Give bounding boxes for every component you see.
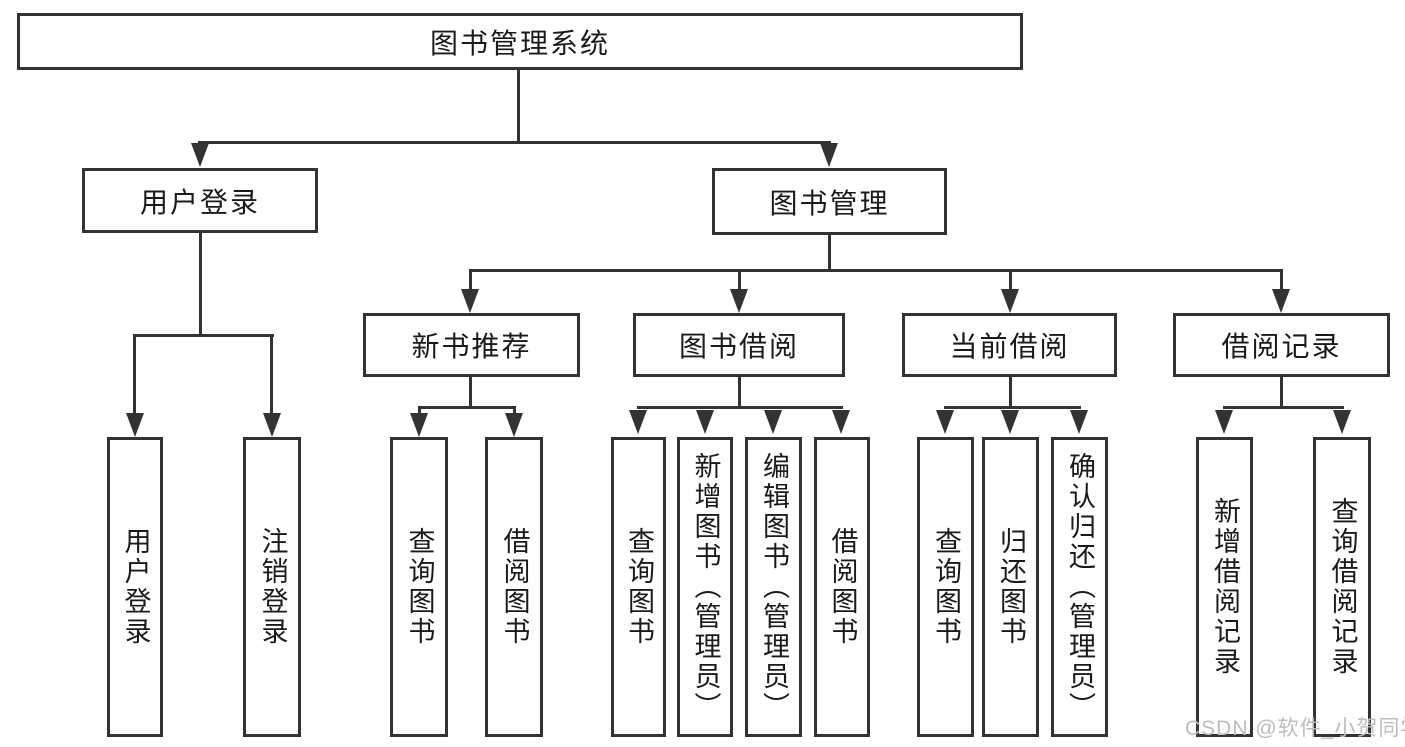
- connector-line: [513, 406, 516, 416]
- connector-line: [199, 232, 202, 336]
- leaf-add-borrow-record: 新增借阅记录: [1196, 437, 1253, 737]
- node-label: 当前借阅: [949, 331, 1070, 362]
- connector-line: [134, 334, 274, 337]
- arrow-down-icon: [820, 143, 838, 167]
- arrow-down-icon: [263, 413, 281, 437]
- connector-line: [828, 235, 831, 271]
- leaf-edit-books-admin: 编辑图书（管理员）: [745, 437, 802, 737]
- node-label: 新书推荐: [411, 331, 532, 362]
- arrow-down-icon: [1070, 410, 1088, 434]
- connector-line: [944, 406, 1081, 409]
- node-current-borrowing: 当前借阅: [902, 313, 1117, 377]
- leaf-label: 查询图书: [404, 527, 435, 647]
- leaf-label: 查询图书: [624, 527, 654, 647]
- connector-line: [270, 334, 273, 416]
- leaf-borrow-books: 借阅图书: [814, 437, 870, 737]
- connector-line: [1280, 269, 1283, 293]
- leaf-label: 编辑图书（管理员）: [759, 452, 789, 722]
- arrow-down-icon: [1001, 289, 1019, 313]
- arrow-down-icon: [696, 410, 714, 434]
- leaf-label: 归还图书: [996, 527, 1026, 647]
- arrow-down-icon: [629, 410, 647, 434]
- arrow-down-icon: [1272, 289, 1290, 313]
- node-label: 图书管理系统: [429, 27, 610, 59]
- leaf-label: 新增图书（管理员）: [690, 452, 721, 722]
- leaf-query-borrow-record: 查询借阅记录: [1313, 437, 1371, 737]
- connector-line: [1009, 377, 1012, 408]
- leaf-label: 用户登录: [120, 527, 151, 647]
- connector-line: [1223, 406, 1344, 409]
- leaf-user-login: 用户登录: [107, 437, 163, 737]
- node-borrowing-records: 借阅记录: [1173, 313, 1390, 377]
- connector-line: [517, 69, 520, 143]
- arrow-down-icon: [1001, 410, 1019, 434]
- connector-line: [418, 406, 516, 409]
- watermark: CSDN @软件_小贺同学: [1185, 717, 1405, 740]
- node-book-management: 图书管理: [712, 168, 947, 235]
- leaf-return-books: 归还图书: [982, 437, 1039, 737]
- leaf-label: 注销登录: [257, 527, 288, 647]
- connector-line: [1009, 269, 1012, 293]
- leaf-query-books-current: 查询图书: [917, 437, 974, 737]
- arrow-down-icon: [1333, 410, 1351, 434]
- node-label: 借阅记录: [1221, 331, 1342, 362]
- leaf-label: 新增借阅记录: [1210, 497, 1240, 677]
- connector-line: [637, 406, 843, 409]
- leaf-label: 查询图书: [931, 527, 961, 647]
- node-book-borrowing: 图书借阅: [633, 313, 845, 377]
- connector-line: [1280, 377, 1283, 408]
- connector-line: [738, 269, 741, 293]
- leaf-label: 查询借阅记录: [1327, 497, 1358, 677]
- leaf-label: 借阅图书: [827, 527, 858, 647]
- leaf-query-books-recommend: 查询图书: [390, 437, 448, 737]
- connector-line: [133, 334, 136, 416]
- arrow-down-icon: [191, 143, 209, 167]
- connector-line: [469, 269, 1283, 272]
- connector-line: [198, 141, 831, 144]
- node-label: 图书借阅: [678, 331, 799, 362]
- arrow-down-icon: [764, 410, 782, 434]
- connector-line: [738, 377, 741, 408]
- connector-line: [469, 377, 472, 408]
- connector-line: [418, 406, 421, 416]
- arrow-down-icon: [1215, 410, 1233, 434]
- leaf-label: 确认归还（管理员）: [1065, 452, 1095, 722]
- node-library-management-system: 图书管理系统: [17, 13, 1023, 70]
- arrow-down-icon: [936, 410, 954, 434]
- leaf-logout: 注销登录: [243, 437, 301, 737]
- leaf-add-books-admin: 新增图书（管理员）: [677, 437, 733, 737]
- node-label: 用户登录: [139, 186, 260, 218]
- arrow-down-icon: [832, 410, 850, 434]
- leaf-borrow-books-recommend: 借阅图书: [485, 437, 543, 737]
- node-new-book-recommend: 新书推荐: [363, 313, 580, 377]
- arrow-down-icon: [730, 289, 748, 313]
- node-user-login: 用户登录: [82, 168, 318, 233]
- leaf-label: 借阅图书: [499, 527, 530, 647]
- arrow-down-icon: [410, 413, 428, 437]
- arrow-down-icon: [461, 289, 479, 313]
- leaf-query-books-borrowing: 查询图书: [611, 437, 666, 737]
- leaf-confirm-return-admin: 确认归还（管理员）: [1051, 437, 1108, 737]
- arrow-down-icon: [126, 413, 144, 437]
- connector-line: [469, 269, 472, 293]
- node-label: 图书管理: [769, 187, 890, 219]
- arrow-down-icon: [505, 413, 523, 437]
